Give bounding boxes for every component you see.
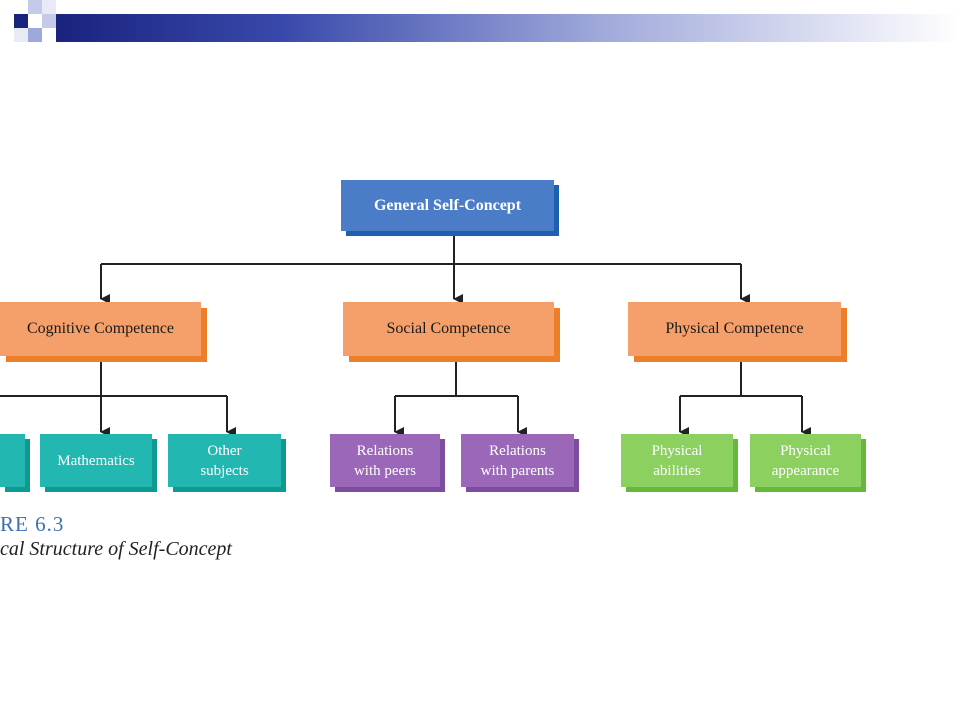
node-relations-with-peers: Relations with peers (330, 434, 440, 487)
node-cognitive-competence: Cognitive Competence (0, 302, 201, 356)
header-bar (56, 14, 960, 42)
node-mathematics: Mathematics (40, 434, 152, 487)
header-square (42, 14, 56, 28)
node-physical-abilities: Physical abilities (621, 434, 733, 487)
node-other-subjects: Other subjects (168, 434, 281, 487)
node-relations-with-parents: Relations with parents (461, 434, 574, 487)
node-general-self-concept: General Self-Concept (341, 180, 554, 231)
header-square (14, 14, 28, 28)
node-cognitive-leaf-cropped (0, 434, 25, 487)
node-physical-competence: Physical Competence (628, 302, 841, 356)
header-square (28, 28, 42, 42)
header-square (42, 0, 56, 14)
header-square (28, 0, 42, 14)
node-physical-appearance: Physical appearance (750, 434, 861, 487)
node-social-competence: Social Competence (343, 302, 554, 356)
header-square (14, 28, 28, 42)
figure-title: cal Structure of Self-Concept (0, 538, 232, 560)
figure-number: RE 6.3 (0, 512, 65, 536)
